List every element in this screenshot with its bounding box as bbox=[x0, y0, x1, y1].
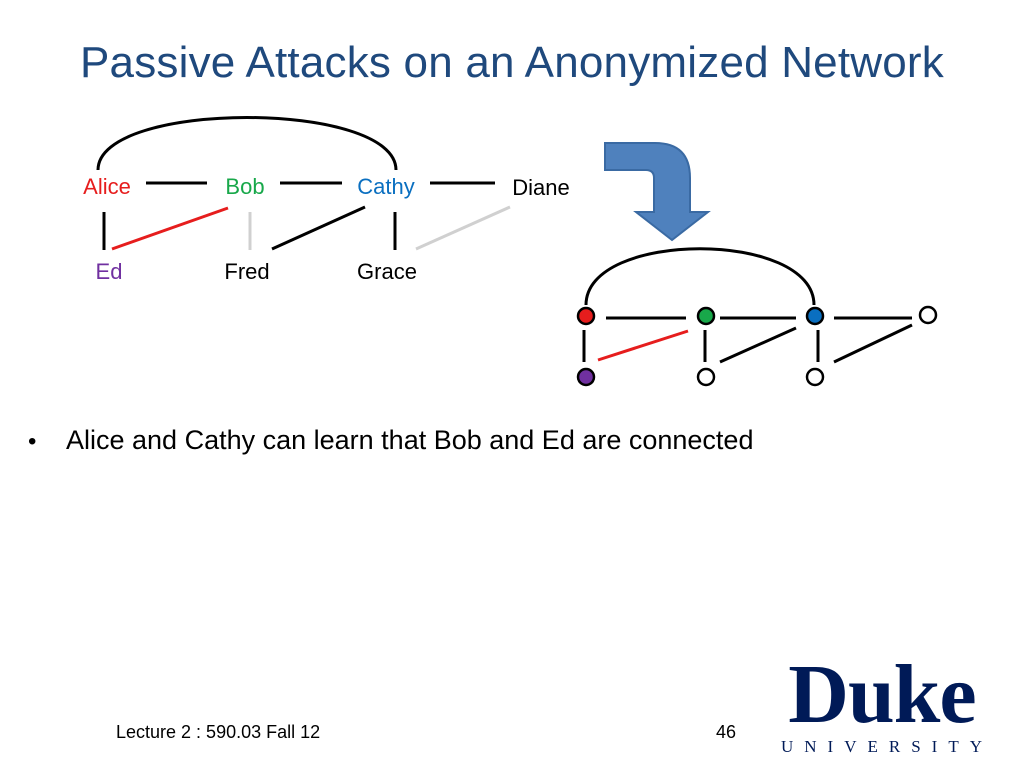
slide-number: 46 bbox=[716, 722, 737, 742]
duke-university-logo: Duke UNIVERSITY bbox=[766, 648, 998, 761]
anonymized-network-edges bbox=[582, 247, 913, 364]
named-network-edges bbox=[96, 116, 511, 251]
node-label-ed: Ed bbox=[96, 259, 123, 284]
slide-title: Passive Attacks on an Anonymized Network bbox=[80, 38, 944, 87]
anon-node-bob bbox=[696, 306, 716, 326]
named-network-labels: Alice Bob Cathy Diane Ed Fred Grace bbox=[83, 174, 570, 284]
node-label-bob: Bob bbox=[225, 174, 264, 199]
bent-arrow-icon bbox=[604, 142, 711, 242]
node-label-diane: Diane bbox=[512, 175, 569, 200]
anon-edge-arc bbox=[584, 247, 816, 306]
anon-node-fred bbox=[696, 367, 716, 387]
anonymized-network-nodes bbox=[576, 305, 938, 387]
anon-node-grace bbox=[805, 367, 825, 387]
anon-edge-c-f bbox=[719, 326, 797, 364]
bullet-item: • Alice and Cathy can learn that Bob and… bbox=[28, 425, 753, 456]
bullet-dot-icon: • bbox=[28, 428, 37, 455]
logo-sub: UNIVERSITY bbox=[781, 737, 993, 756]
anon-edge-b-e bbox=[597, 329, 689, 362]
node-label-cathy: Cathy bbox=[357, 174, 414, 199]
bullet-list: • Alice and Cathy can learn that Bob and… bbox=[28, 425, 753, 456]
edge-bob-ed bbox=[111, 206, 229, 251]
anon-node-alice bbox=[576, 306, 596, 326]
edge-diane-grace bbox=[415, 205, 511, 251]
node-label-fred: Fred bbox=[224, 259, 269, 284]
edge-alice-cathy-arc bbox=[96, 116, 398, 171]
node-label-alice: Alice bbox=[83, 174, 131, 199]
anon-node-ed bbox=[576, 367, 596, 387]
anon-node-diane bbox=[918, 305, 938, 325]
footer-lecture: Lecture 2 : 590.03 Fall 12 bbox=[116, 722, 321, 742]
bullet-text: Alice and Cathy can learn that Bob and E… bbox=[66, 425, 754, 455]
anon-edge-d-g bbox=[833, 323, 913, 364]
edge-cathy-fred bbox=[271, 205, 366, 251]
anon-node-cathy bbox=[805, 306, 825, 326]
logo-word: Duke bbox=[788, 648, 976, 741]
node-label-grace: Grace bbox=[357, 259, 417, 284]
